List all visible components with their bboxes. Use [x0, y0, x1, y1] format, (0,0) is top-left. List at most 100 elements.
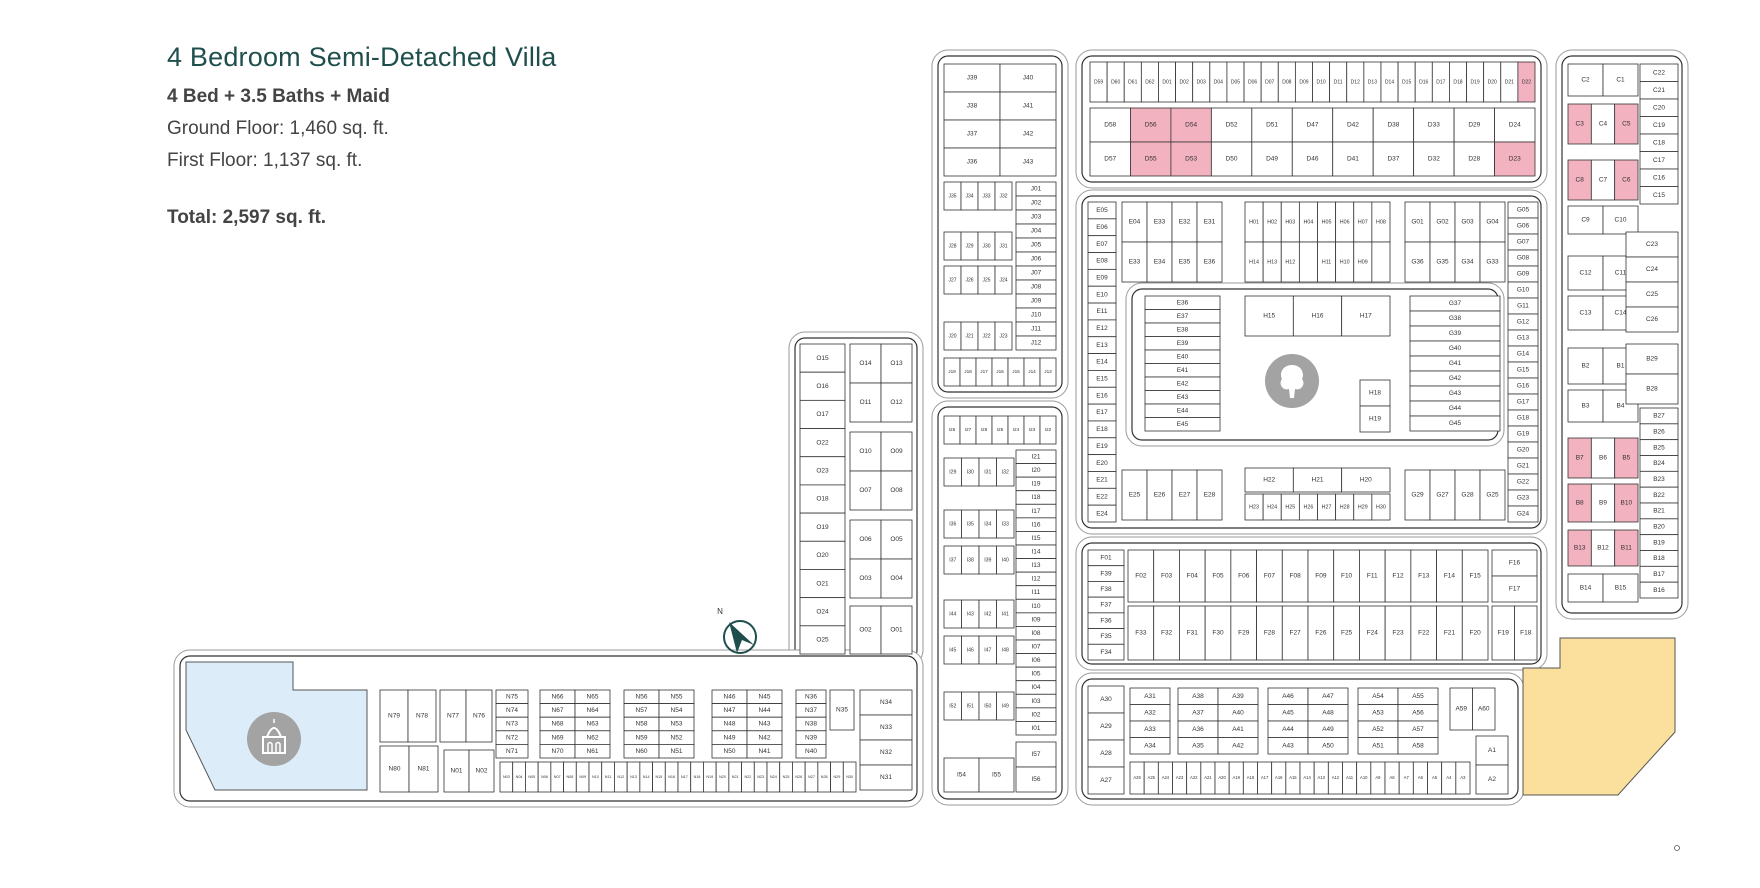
plot-unit[interactable]: G40	[1409, 340, 1501, 357]
plot-unit[interactable]: C2	[1567, 63, 1604, 97]
plot-unit[interactable]: J23	[994, 321, 1013, 351]
plot-unit[interactable]: F28	[1256, 605, 1283, 661]
plot-unit[interactable]: B11	[1614, 529, 1639, 567]
plot-unit[interactable]: H09	[1353, 241, 1373, 283]
plot-unit[interactable]: N35	[829, 689, 855, 731]
plot-unit[interactable]: I20	[1015, 463, 1057, 478]
plot-unit[interactable]: O03	[849, 558, 882, 599]
plot-unit[interactable]: N23	[753, 761, 768, 793]
plot-unit[interactable]: J19	[943, 357, 961, 387]
plot-unit[interactable]: G10	[1507, 281, 1539, 299]
plot-unit[interactable]: O15	[799, 343, 846, 373]
plot-unit[interactable]: E08	[1087, 252, 1117, 270]
plot-unit[interactable]: F01	[1087, 549, 1125, 567]
plot-unit[interactable]: J06	[1015, 251, 1057, 267]
plot-unit[interactable]: O23	[799, 456, 846, 486]
plot-unit[interactable]: F18	[1514, 605, 1538, 661]
plot-unit[interactable]: A45	[1267, 704, 1309, 722]
plot-unit[interactable]: D14	[1380, 61, 1399, 103]
plot-unit[interactable]: O20	[799, 540, 846, 570]
plot-unit[interactable]: A21	[1200, 761, 1216, 795]
plot-unit[interactable]: D18	[1449, 61, 1467, 103]
plot-unit[interactable]: O16	[799, 371, 846, 401]
plot-unit[interactable]: D15	[1397, 61, 1416, 103]
plot-unit[interactable]: D12	[1346, 61, 1365, 103]
plot-unit[interactable]: N63	[574, 716, 611, 732]
plot-unit[interactable]: F12	[1384, 549, 1412, 603]
plot-unit[interactable]: O08	[880, 470, 913, 511]
plot-unit[interactable]: N09	[575, 761, 590, 793]
plot-unit[interactable]: C26	[1625, 306, 1679, 333]
plot-unit[interactable]: N73	[495, 716, 529, 732]
plot-unit[interactable]: N01	[443, 749, 470, 793]
plot-unit[interactable]: H02	[1262, 201, 1282, 243]
plot-unit[interactable]: N68	[539, 716, 576, 732]
plot-unit[interactable]: C9	[1567, 205, 1604, 235]
plot-unit[interactable]: B2	[1567, 347, 1604, 385]
plot-unit[interactable]: C13	[1567, 295, 1604, 331]
plot-unit[interactable]: J38	[943, 91, 1001, 121]
plot-unit[interactable]: G18	[1507, 409, 1539, 427]
plot-unit[interactable]: I11	[1015, 585, 1057, 600]
plot-unit[interactable]: J43	[999, 147, 1057, 177]
plot-unit[interactable]: N18	[690, 761, 704, 793]
plot-unit[interactable]: D23	[1494, 141, 1536, 177]
plot-unit[interactable]: E38	[1144, 322, 1221, 337]
plot-unit[interactable]: G11	[1507, 297, 1539, 315]
plot-unit[interactable]: N55	[658, 689, 695, 705]
plot-unit[interactable]: G39	[1409, 325, 1501, 342]
plot-unit[interactable]: E15	[1087, 370, 1117, 388]
plot-unit[interactable]: A37	[1177, 704, 1219, 722]
plot-unit[interactable]: J39	[943, 63, 1001, 93]
plot-unit[interactable]: D29	[1453, 107, 1495, 143]
plot-unit[interactable]: F17	[1491, 575, 1538, 603]
plot-unit[interactable]: C1	[1602, 63, 1639, 97]
plot-unit[interactable]: B23	[1639, 470, 1679, 488]
plot-unit[interactable]: B9	[1590, 483, 1616, 523]
plot-unit[interactable]: F16	[1491, 549, 1538, 577]
plot-unit[interactable]: D55	[1130, 141, 1172, 177]
plot-unit[interactable]: A4	[1441, 761, 1457, 795]
plot-unit[interactable]: J09	[1015, 293, 1057, 309]
plot-unit[interactable]: N08	[563, 761, 577, 793]
plot-unit[interactable]: N61	[574, 744, 611, 759]
plot-unit[interactable]: O07	[849, 470, 882, 511]
plot-unit[interactable]: I41	[996, 599, 1015, 629]
plot-unit[interactable]: N02	[468, 749, 495, 793]
plot-unit[interactable]: D33	[1413, 107, 1455, 143]
plot-unit[interactable]: I48	[996, 635, 1015, 665]
plot-unit[interactable]: A9	[1370, 761, 1386, 795]
plot-unit[interactable]: D56	[1130, 107, 1172, 143]
plot-unit[interactable]: C15	[1639, 186, 1679, 205]
plot-unit[interactable]: N11	[601, 761, 615, 793]
plot-unit[interactable]: H08	[1371, 201, 1391, 243]
plot-unit[interactable]: F08	[1281, 549, 1309, 603]
plot-unit[interactable]: B25	[1639, 439, 1679, 456]
plot-unit[interactable]: I14	[1015, 544, 1057, 559]
plot-unit[interactable]: J21	[960, 321, 979, 351]
plot-unit[interactable]: A53	[1357, 704, 1399, 722]
plot-unit[interactable]: N12	[614, 761, 628, 793]
plot-unit[interactable]: A19	[1228, 761, 1244, 795]
plot-unit[interactable]: A3	[1455, 761, 1471, 795]
plot-unit[interactable]: N75	[495, 689, 529, 705]
plot-unit[interactable]: A44	[1267, 720, 1309, 738]
plot-unit[interactable]: J26	[960, 265, 979, 295]
plot-unit[interactable]: J11	[1015, 321, 1057, 337]
plot-unit[interactable]: N48	[711, 716, 748, 732]
plot-unit[interactable]: B27	[1639, 407, 1679, 425]
plot-unit[interactable]: D38	[1372, 107, 1415, 143]
plot-unit[interactable]: G34	[1454, 241, 1481, 283]
plot-unit[interactable]: D02	[1175, 61, 1194, 103]
plot-unit[interactable]: C23	[1625, 231, 1679, 258]
plot-unit[interactable]: D22	[1517, 61, 1536, 103]
plot-unit[interactable]: A25	[1143, 761, 1159, 795]
plot-unit[interactable]: I18	[1015, 490, 1057, 505]
plot-unit[interactable]: H22	[1244, 467, 1294, 493]
plot-unit[interactable]: N52	[658, 730, 695, 745]
plot-unit[interactable]: J40	[999, 63, 1057, 93]
plot-unit[interactable]: G09	[1507, 265, 1539, 283]
plot-unit[interactable]: E39	[1144, 336, 1221, 351]
plot-unit[interactable]: E19	[1087, 437, 1117, 456]
plot-unit[interactable]: O13	[880, 343, 913, 384]
